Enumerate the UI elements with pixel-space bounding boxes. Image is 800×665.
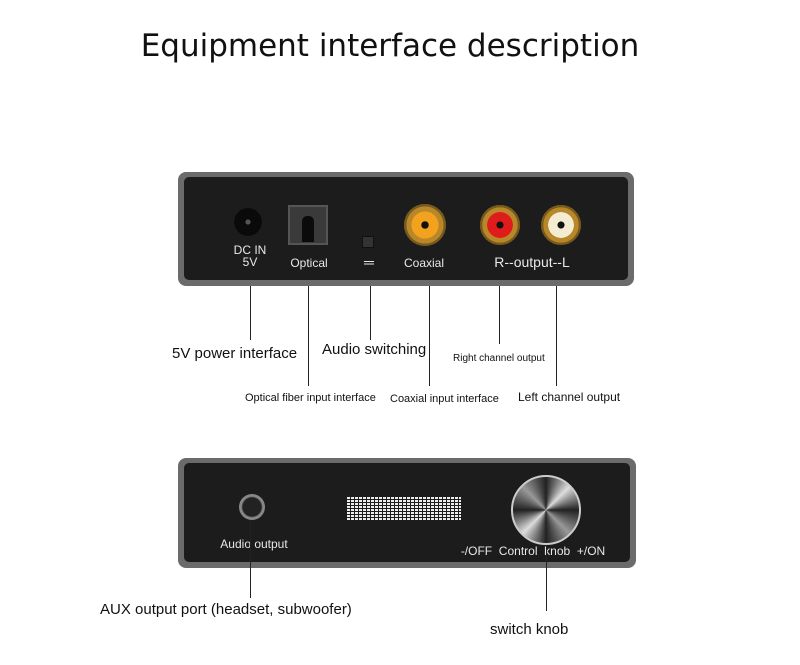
callout-coaxial: Coaxial input interface	[390, 393, 499, 405]
optical-label: Optical	[290, 256, 328, 270]
coaxial-jack-icon	[404, 204, 446, 246]
leader-line	[556, 286, 557, 386]
callout-right: Right channel output	[453, 353, 545, 364]
leader-line	[499, 286, 500, 344]
left-jack-icon	[541, 205, 581, 245]
callout-knob: switch knob	[490, 621, 569, 638]
leader-line	[546, 545, 547, 611]
leader-line	[370, 286, 371, 340]
coaxial-label: Coaxial	[403, 256, 445, 270]
callout-aux: AUX output port (headset, subwoofer)	[100, 601, 352, 618]
leader-line	[250, 286, 251, 340]
optical-port-icon	[288, 205, 328, 245]
leader-line	[250, 520, 251, 598]
right-jack-icon	[480, 205, 520, 245]
knob-label: -/OFF Control knob +/ON	[460, 544, 606, 558]
audio-output-label: Audio output	[220, 537, 288, 551]
logo	[347, 496, 461, 520]
switch-icon	[362, 236, 374, 248]
audio-jack-icon	[239, 494, 265, 520]
callout-left: Left channel output	[518, 390, 621, 404]
callout-switching: Audio switching	[322, 341, 427, 358]
leader-line	[308, 286, 309, 386]
page-title: Equipment interface description	[140, 28, 640, 64]
dc-label: DC IN 5V	[233, 243, 267, 269]
output-label: R--output--L	[494, 254, 570, 270]
dc-jack-icon	[234, 208, 262, 236]
leader-line	[429, 286, 430, 386]
switch-symbol: ═	[364, 254, 374, 270]
callout-optical: Optical fiber input interface	[245, 392, 376, 404]
control-knob[interactable]	[511, 475, 581, 545]
callout-power: 5V power interface	[172, 345, 298, 362]
